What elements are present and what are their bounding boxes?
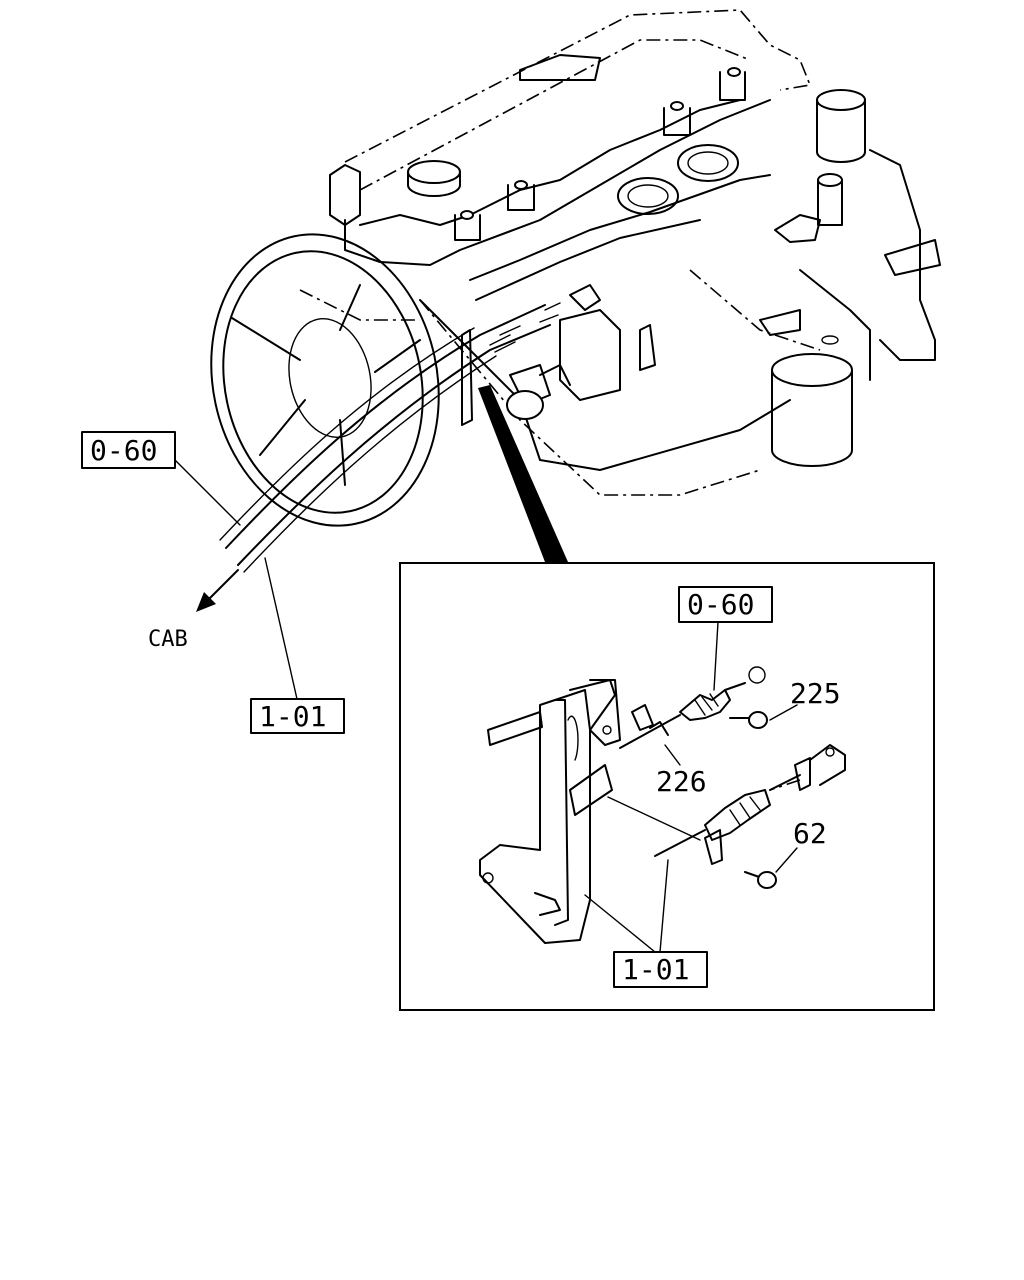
- callout-detail-bottom-text: 1-01: [622, 953, 689, 986]
- mounting-bracket: [479, 679, 621, 944]
- detail-pointer: [478, 385, 568, 562]
- callout-main-bottom-text: 1-01: [259, 700, 326, 733]
- bolt-62: [744, 871, 777, 889]
- upper-filter: [816, 89, 866, 226]
- callout-main-top-text: 0-60: [90, 434, 157, 467]
- fan-pulley: [210, 233, 440, 527]
- cable-lower: [654, 744, 846, 865]
- injector-studs: [454, 67, 746, 241]
- manifold-ports: [617, 144, 739, 215]
- throttle-cables: [219, 284, 601, 573]
- cable-upper: [619, 666, 766, 749]
- cab-arrow: [196, 569, 239, 612]
- lower-filter: [771, 335, 853, 467]
- callout-detail-top-text: 0-60: [687, 588, 754, 621]
- callout-detail-bottom: 1-01: [613, 951, 708, 988]
- oil-cap: [407, 160, 461, 197]
- part-label-226: 226: [656, 765, 707, 798]
- part-label-225: 225: [790, 677, 841, 710]
- cab-label: CAB: [148, 627, 188, 652]
- engine-drawing: [329, 9, 941, 496]
- callout-main-bottom: 1-01: [250, 698, 345, 734]
- bolt-225: [729, 711, 768, 729]
- part-label-62: 62: [793, 817, 827, 850]
- callout-detail-top: 0-60: [678, 586, 773, 623]
- callout-main-top: 0-60: [81, 431, 176, 469]
- detail-inset: 0-60 1-01 225 226 62: [399, 562, 935, 1011]
